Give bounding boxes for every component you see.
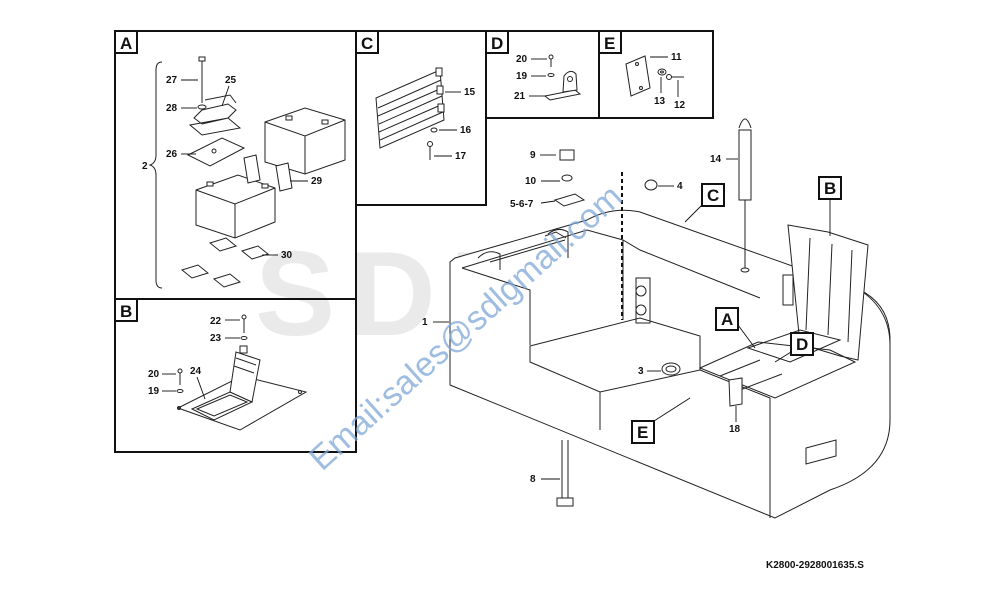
battery-lower	[195, 174, 276, 239]
main-assembly: 9 10 5-6-7 4 14 1 3 18 8 C B A	[422, 118, 891, 519]
panel-c-letter: C	[361, 34, 373, 53]
label-26: 26	[166, 149, 178, 160]
label-b-23: 23	[210, 333, 222, 344]
cap-9	[559, 149, 575, 161]
label-30: 30	[281, 250, 293, 261]
panel-b-letter-box	[114, 298, 138, 322]
label-main-8: 8	[530, 474, 536, 485]
group-brace	[148, 61, 163, 289]
svg-text:A: A	[721, 310, 733, 329]
cover-lid	[229, 351, 261, 403]
panel-c-letter-box	[355, 30, 379, 54]
label-e-13: 13	[654, 96, 666, 107]
label-main-9: 9	[530, 150, 536, 161]
svg-text:E: E	[637, 423, 648, 442]
bracket-21-base	[543, 89, 582, 101]
label-main-5-6-7: 5-6-7	[510, 199, 534, 210]
label-c-15: 15	[464, 87, 476, 98]
pad-30a	[208, 237, 238, 252]
grommet-4	[644, 179, 658, 191]
pad-29a	[243, 154, 261, 184]
panel-a-letter-box	[114, 30, 138, 54]
label-d-21: 21	[514, 91, 526, 102]
label-b-19: 19	[148, 386, 160, 397]
svg-text:C: C	[707, 186, 719, 205]
panel-b-frame	[114, 298, 357, 453]
battery-upper	[264, 107, 346, 175]
label-e-11: 11	[671, 52, 682, 63]
panel-e-letter-box	[598, 30, 622, 54]
panel-c: C 15 16 17	[355, 30, 487, 206]
pad-29b	[275, 162, 293, 192]
label-main-18: 18	[729, 424, 741, 435]
panel-b: B 22 23 20 24 19	[114, 298, 357, 453]
label-d-20: 20	[516, 54, 528, 65]
label-main-1: 1	[422, 317, 428, 328]
washer-10	[561, 174, 573, 182]
label-28: 28	[166, 103, 178, 114]
clip-5-6-7	[553, 193, 586, 207]
long-bolt-8	[556, 440, 574, 507]
label-main-3: 3	[638, 366, 644, 377]
label-d-19: 19	[516, 71, 528, 82]
battery-tray	[698, 341, 857, 399]
pad-30d	[212, 273, 242, 288]
label-b-24: 24	[190, 366, 202, 377]
washer-28	[197, 104, 207, 110]
washer-16	[430, 127, 438, 133]
callout-b: B	[818, 176, 842, 236]
panel-b-letter: B	[120, 302, 132, 321]
panel-e-frame	[598, 30, 714, 119]
callout-d: D	[774, 332, 814, 363]
latch-18	[728, 377, 743, 407]
label-c-17: 17	[455, 151, 467, 162]
cover-plate-11	[625, 55, 651, 97]
label-27: 27	[166, 75, 178, 86]
label-25: 25	[225, 75, 237, 86]
grille-15	[375, 67, 445, 149]
top-rails	[477, 228, 569, 270]
panel-d-letter: D	[491, 34, 503, 53]
svg-text:B: B	[824, 179, 836, 198]
clamp-25	[188, 94, 242, 136]
label-b-22: 22	[210, 316, 222, 327]
panel-d-letter-box	[485, 30, 509, 54]
bolt-27-head	[198, 56, 206, 62]
drawing-code: K2800-2928001635.S	[766, 560, 864, 571]
label-2: 2	[142, 161, 148, 172]
label-b-20: 20	[148, 369, 160, 380]
dipstick-14	[738, 118, 752, 273]
washer-13	[657, 68, 667, 76]
side-window	[805, 439, 837, 465]
panel-e-letter: E	[604, 34, 615, 53]
label-main-14: 14	[710, 154, 722, 165]
label-main-10: 10	[525, 176, 537, 187]
pad-30c	[180, 264, 210, 279]
svg-text:D: D	[796, 335, 808, 354]
pad-30b	[240, 245, 270, 260]
label-29: 29	[311, 176, 323, 187]
panel-a-letter: A	[120, 34, 132, 53]
panel-d: D 20 19 21	[485, 30, 600, 119]
label-c-16: 16	[460, 125, 472, 136]
label-main-4: 4	[677, 181, 683, 192]
panel-e: E 11 13 12	[598, 30, 714, 119]
callout-e: E	[631, 397, 691, 444]
callout-c: C	[684, 183, 725, 223]
callout-a: A	[715, 307, 756, 349]
ring-3	[661, 362, 681, 376]
panel-a: A	[114, 30, 357, 300]
label-e-12: 12	[674, 100, 686, 111]
lid-handle	[239, 345, 248, 354]
